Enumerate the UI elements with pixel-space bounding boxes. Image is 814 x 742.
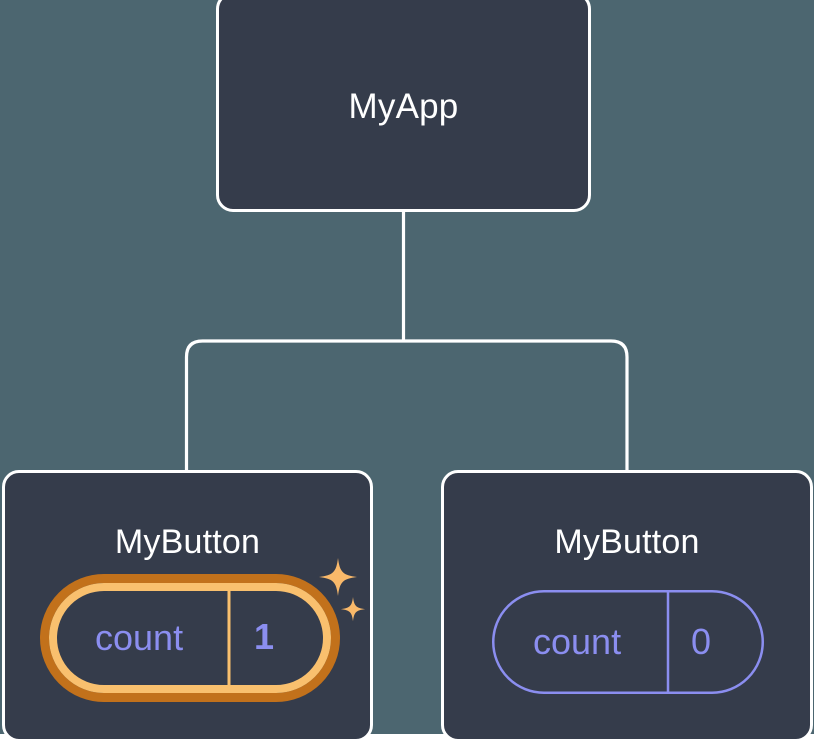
node-mybutton-right[interactable]: MyButton [441, 470, 813, 742]
node-myapp-label: MyApp [348, 87, 459, 126]
connector-branch-bar [184, 339, 629, 472]
state-pill-left[interactable]: count 1 [40, 568, 340, 708]
state-pill-right-value: 0 [691, 621, 712, 662]
state-pill-left-outer-ring [40, 574, 340, 702]
sparkle-large-icon [319, 558, 357, 596]
state-pill-right-shape [492, 590, 764, 694]
state-pill-left-inner-ring [49, 583, 331, 693]
state-pill-right[interactable]: count 0 [492, 590, 764, 694]
node-mybutton-right-label: MyButton [554, 523, 700, 561]
sparkle-small-icon [340, 597, 366, 622]
node-myapp[interactable]: MyApp [216, 0, 591, 212]
state-pill-right-key: count [533, 621, 622, 662]
sparkle-group [319, 558, 366, 622]
state-pill-left-value: 1 [254, 616, 275, 657]
state-pill-left-shape [40, 574, 340, 702]
node-mybutton-left-label: MyButton [114, 523, 261, 561]
state-pill-left-key: count [95, 617, 184, 658]
state-pill-right-outline [492, 590, 764, 694]
